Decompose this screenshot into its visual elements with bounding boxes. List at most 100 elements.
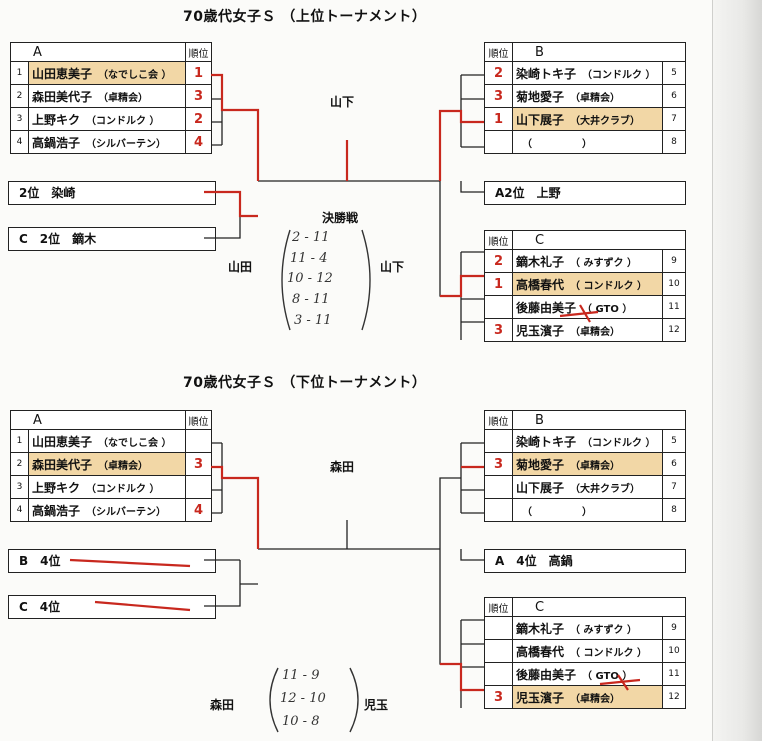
player-rank <box>484 498 513 522</box>
player-club: （コンドルク ） <box>582 69 656 81</box>
player-club: （ みすずク ） <box>570 257 637 269</box>
player-club: （大井クラブ） <box>570 115 641 127</box>
player-club: （大井クラブ） <box>570 483 641 495</box>
player-number: 11 <box>661 662 687 686</box>
player-club: （ ） <box>522 138 592 150</box>
player-number: 9 <box>661 249 687 273</box>
player-name: 山田恵美子 <box>32 66 93 81</box>
lower-title: 70歳代女子Ｓ （下位トーナメント） <box>183 375 427 391</box>
upper-semi-winner: 山下 <box>330 95 355 109</box>
player-name-cell: 森田美代子（卓精会） <box>28 452 186 476</box>
player-name: 染崎トキ子 <box>516 434 577 449</box>
player-name: 後藤由美子 <box>516 667 577 682</box>
player-name: 菊地愛子 <box>516 89 565 104</box>
player-name: 高橋春代 <box>516 277 565 292</box>
player-number: 12 <box>661 685 687 709</box>
player-club: （コンドルク ） <box>582 437 656 449</box>
player-number: 12 <box>661 318 687 342</box>
player-rank: 1 <box>484 272 513 296</box>
player-rank: 4 <box>185 498 212 522</box>
player-name-cell: （ ） <box>512 498 663 522</box>
player-club: （シルバーテン） <box>86 506 167 518</box>
player-name: 高橋春代 <box>516 644 565 659</box>
player-name: 染崎トキ子 <box>516 66 577 81</box>
lower-left-box-1: B 4位 <box>8 549 216 573</box>
player-rank: 3 <box>484 318 513 342</box>
player-club: （ GTO ） <box>582 303 633 315</box>
player-number: 8 <box>661 498 687 522</box>
upper-score-2: 11 - 4 <box>290 251 328 266</box>
player-name: 児玉濱子 <box>516 690 565 705</box>
player-name-cell: 鏑木礼子（ みすずク ） <box>512 616 663 640</box>
final-label: 決勝戦 <box>322 211 359 225</box>
player-name: 後藤由美子 <box>516 300 577 315</box>
player-name-cell: 山田恵美子 （なでしこ会 ） <box>28 429 186 453</box>
player-name: 森田美代子 <box>32 89 93 104</box>
player-name: 上野キク <box>32 480 81 495</box>
player-club: （卓精会） <box>570 460 621 472</box>
player-club: （コンドルク ） <box>86 115 160 127</box>
player-name: 高鍋浩子 <box>32 503 81 518</box>
player-club: （卓精会） <box>98 92 149 104</box>
player-club: （ みすずク ） <box>570 624 637 636</box>
player-club: （ コンドルク ） <box>570 647 647 659</box>
lower-final-left: 森田 <box>210 698 235 712</box>
player-rank <box>484 295 513 319</box>
player-name: 児玉濱子 <box>516 323 565 338</box>
table-row: 染崎トキ子（コンドルク ）5 <box>484 429 687 453</box>
player-name-cell: （ ） <box>512 130 663 154</box>
upper-score-5: 3 - 11 <box>294 313 332 328</box>
player-number: 11 <box>661 295 687 319</box>
upper-right-box: A2位 上野 <box>484 181 686 205</box>
player-name: 上野キク <box>32 112 81 127</box>
upper-title: 70歳代女子Ｓ （上位トーナメント） <box>183 9 427 25</box>
lower-score-1: 11 - 9 <box>282 668 320 683</box>
upper-score-1: 2 - 11 <box>292 230 330 245</box>
lower-final-right: 児玉 <box>364 698 389 712</box>
player-club: （ GTO ） <box>582 670 633 682</box>
player-number: 5 <box>661 61 687 85</box>
upper-left-box-2: C 2位 鏑木 <box>8 227 216 251</box>
player-club: （ ） <box>522 506 592 518</box>
player-name: 山田恵美子 <box>32 434 93 449</box>
upper-final-right: 山下 <box>380 260 405 274</box>
player-club: （卓精会） <box>570 326 621 338</box>
player-name-cell: 染崎トキ子 （コンドルク ） <box>512 429 663 453</box>
player-club: （なでしこ会 ） <box>98 69 172 81</box>
player-club: （卓精会） <box>570 92 621 104</box>
table-row: 後藤由美子 （ GTO ） 11 <box>484 295 687 319</box>
player-rank: 1 <box>185 61 212 85</box>
lower-right-box: A 4位 高鍋 <box>484 549 686 573</box>
player-name-cell: 森田美代子 （卓精会） <box>28 84 186 108</box>
player-rank <box>185 429 212 453</box>
player-club: （シルバーテン） <box>86 138 167 150</box>
player-name: 山下展子 <box>516 112 565 127</box>
player-name: 森田美代子 <box>32 457 93 472</box>
player-club: （なでしこ会 ） <box>98 437 172 449</box>
player-number: 10 <box>661 639 687 663</box>
player-rank: 3 <box>484 84 513 108</box>
player-club: （コンドルク ） <box>86 483 160 495</box>
player-name: 鏑木礼子 <box>516 254 565 269</box>
table-row: （ ） 8 <box>484 498 687 522</box>
upper-score-3: 10 - 12 <box>287 271 333 286</box>
player-name: 山下展子 <box>516 480 565 495</box>
player-name-cell: 児玉濱子（卓精会） <box>512 685 663 709</box>
player-name-cell: 高鍋浩子（シルバーテン） <box>28 130 186 154</box>
